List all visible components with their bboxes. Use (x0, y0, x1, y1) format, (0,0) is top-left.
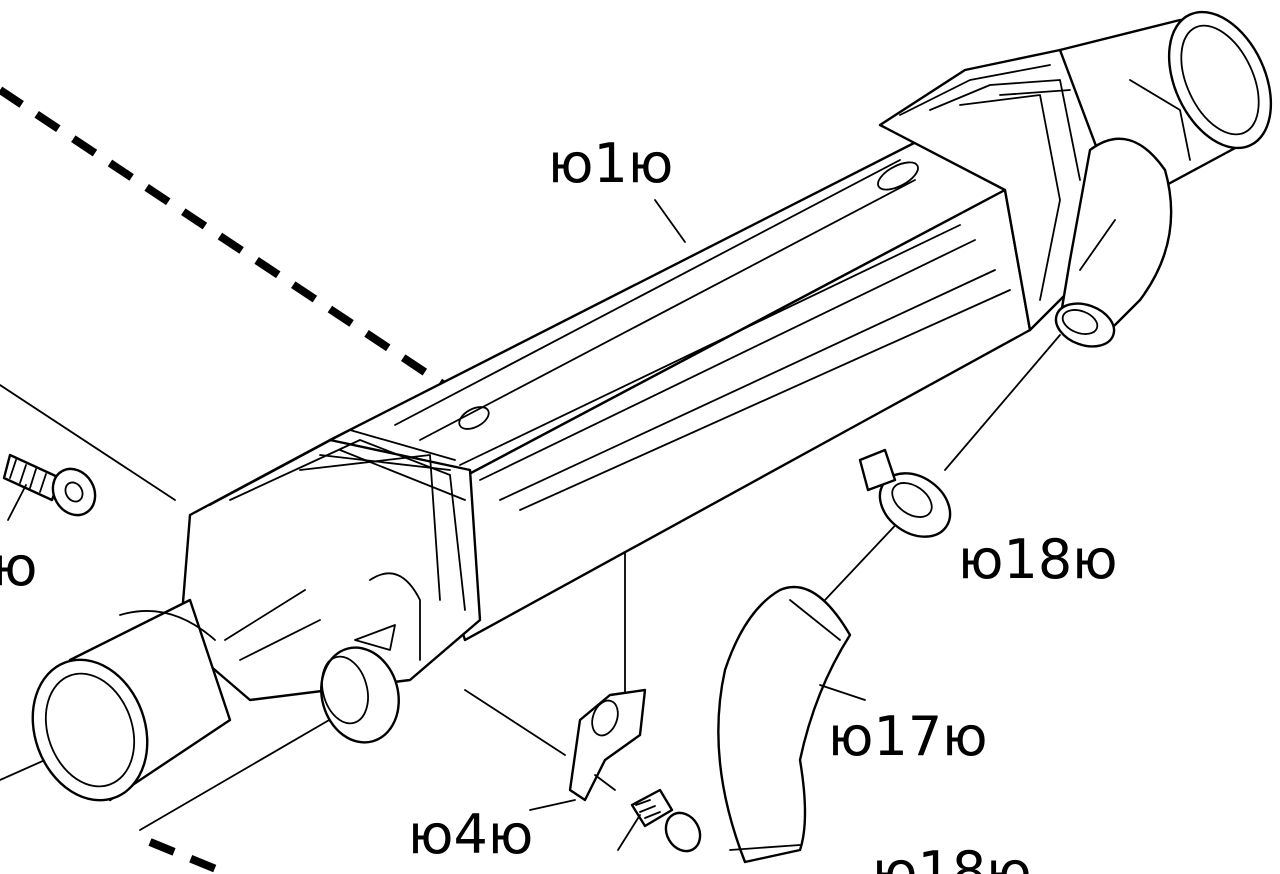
callout-part-17: ю17ю (828, 705, 988, 768)
left-end-tank (178, 429, 482, 702)
right-elbow-port (1054, 137, 1173, 348)
callout-left-edge: ю (0, 535, 37, 598)
callout-part-18-upper: ю18ю (958, 528, 1118, 591)
bolt-left (2, 453, 97, 521)
callout-part-1: ю1ю (548, 132, 673, 195)
mounting-bracket (529, 688, 647, 811)
callout-part-18-lower: ю18ю (872, 840, 1032, 874)
rubber-hose (717, 585, 866, 864)
callout-labels: ю1ю ю18ю ю17ю ю4ю ю18ю ю (0, 132, 1118, 874)
callout-part-4: ю4ю (408, 803, 533, 866)
bolt-lower (617, 788, 702, 853)
hose-clamp-upper (858, 448, 952, 538)
left-outlet-pipe (31, 598, 232, 802)
intercooler-core (328, 138, 1032, 642)
left-small-port (320, 572, 421, 744)
